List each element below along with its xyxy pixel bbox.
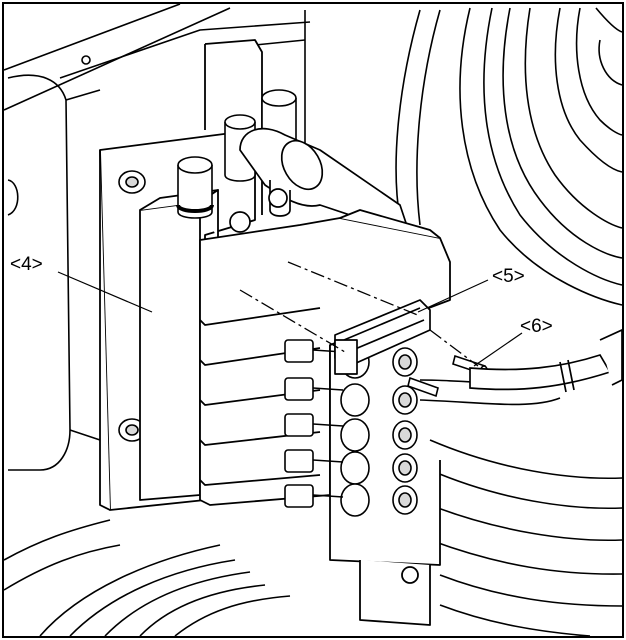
callout-label-5: <5> bbox=[492, 266, 525, 287]
leader-6 bbox=[473, 332, 523, 367]
elbow-fitting bbox=[229, 127, 411, 236]
cable-bundle-upper bbox=[395, 7, 623, 306]
leader-lines bbox=[57, 271, 523, 367]
callout-label-6: <6> bbox=[520, 316, 553, 337]
port-row bbox=[284, 483, 418, 517]
cable-bundle-right bbox=[419, 379, 623, 637]
base-screw bbox=[401, 566, 419, 584]
leader-4 bbox=[57, 271, 153, 313]
chassis-background bbox=[3, 3, 311, 471]
alignment-lines bbox=[239, 261, 479, 367]
chassis-hole bbox=[81, 55, 91, 65]
port-fittings bbox=[284, 339, 418, 517]
port-row bbox=[284, 377, 418, 417]
port-row bbox=[284, 339, 418, 379]
bracket-screws bbox=[118, 170, 146, 442]
tube-right bbox=[469, 328, 623, 393]
retaining-clip-removed bbox=[334, 299, 431, 375]
cable-bundle-lower bbox=[3, 519, 291, 637]
callout-label-4: <4> bbox=[10, 254, 43, 275]
leader-5 bbox=[417, 279, 489, 313]
